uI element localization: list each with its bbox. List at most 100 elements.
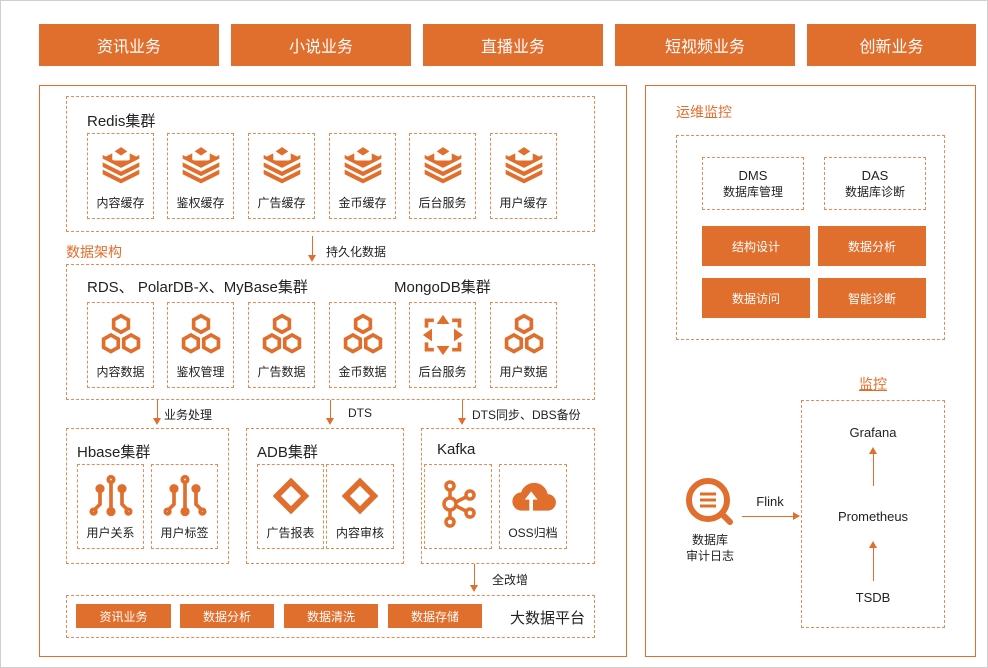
bigdata-title: 大数据平台	[510, 610, 586, 627]
persist-label: 持久化数据	[326, 245, 387, 259]
das-desc: 数据库诊断	[844, 185, 905, 199]
audit-log-icon	[686, 478, 733, 525]
data-analysis-button[interactable]: 数据分析	[818, 226, 926, 266]
arrow-head	[869, 541, 877, 548]
dms-name: DMS	[738, 168, 768, 183]
tsdb-label: TSDB	[855, 590, 891, 605]
hbase-cluster-title: Hbase集群	[77, 444, 151, 461]
biz-label: 业务处理	[164, 408, 213, 422]
bigdata-storage-button[interactable]: 数据存储	[388, 604, 482, 628]
hbase-icon	[163, 474, 207, 518]
dms-desc: 数据库管理	[722, 185, 783, 199]
tab-novel[interactable]: 小说业务	[231, 24, 411, 66]
card-kafka[interactable]	[424, 464, 492, 549]
card-label: 广告缓存	[257, 196, 306, 210]
audit-log-line2: 审计日志	[685, 549, 734, 563]
full-inc-arrow	[474, 564, 475, 586]
adb-icon	[269, 474, 313, 518]
hex3-icon	[179, 313, 223, 357]
hex3-icon	[341, 313, 385, 357]
das-name: DAS	[861, 168, 889, 183]
dts-arrow	[330, 400, 331, 419]
card-user-data[interactable]: 用户数据	[490, 302, 557, 388]
kafka-title: Kafka	[437, 441, 476, 458]
bigdata-analysis-button[interactable]: 数据分析	[180, 604, 274, 628]
mongodb-cluster-title: MongoDB集群	[394, 279, 491, 296]
card-label: 用户标签	[160, 526, 209, 540]
dts-dbs-label: DTS同步、DBS备份	[472, 408, 581, 422]
tab-innovation[interactable]: 创新业务	[807, 24, 976, 66]
redis-cluster-box	[66, 96, 595, 232]
card-auth-cache[interactable]: 鉴权缓存	[167, 133, 234, 219]
adb-cluster-title: ADB集群	[257, 444, 318, 461]
data-architecture-panel	[39, 85, 627, 657]
hbase-cluster-box	[66, 428, 229, 564]
arrow-head	[470, 585, 478, 592]
hex3-icon	[260, 313, 304, 357]
hex3-icon	[99, 313, 143, 357]
data-access-button[interactable]: 数据访问	[702, 278, 810, 318]
kafka-icon	[434, 476, 482, 532]
adb-cluster-box	[246, 428, 404, 564]
card-label: 金币数据	[338, 365, 387, 379]
redis-icon	[421, 144, 465, 188]
card-label: 鉴权缓存	[176, 196, 225, 210]
bigdata-news-button[interactable]: 资讯业务	[76, 604, 171, 628]
card-auth-manage[interactable]: 鉴权管理	[167, 302, 234, 388]
card-user-cache[interactable]: 用户缓存	[490, 133, 557, 219]
redis-icon	[341, 144, 385, 188]
card-backend-service[interactable]: 后台服务	[409, 133, 476, 219]
card-user-tag[interactable]: 用户标签	[151, 464, 218, 549]
card-label: 用户缓存	[499, 196, 548, 210]
redis-icon	[260, 144, 304, 188]
card-label: 内容缓存	[96, 196, 145, 210]
monitor-title: 监控	[859, 376, 887, 392]
prometheus-to-grafana-arrow	[873, 453, 874, 486]
hbase-icon	[89, 474, 133, 518]
card-backend-service-db[interactable]: 后台服务	[409, 302, 476, 388]
redis-icon	[179, 144, 223, 188]
card-coin-cache[interactable]: 金币缓存	[329, 133, 396, 219]
card-coin-data[interactable]: 金币数据	[329, 302, 396, 388]
card-content-cache[interactable]: 内容缓存	[87, 133, 154, 219]
card-content-review[interactable]: 内容审核	[326, 464, 394, 549]
schema-design-button[interactable]: 结构设计	[702, 226, 810, 266]
tsdb-to-prometheus-arrow	[873, 547, 874, 581]
card-label: 用户关系	[86, 526, 135, 540]
dts-label: DTS	[348, 406, 372, 420]
redis-icon	[99, 144, 143, 188]
tab-live[interactable]: 直播业务	[423, 24, 603, 66]
card-content-data[interactable]: 内容数据	[87, 302, 154, 388]
prometheus-label: Prometheus	[837, 509, 909, 524]
biz-arrow	[157, 400, 158, 419]
card-label: 金币缓存	[338, 196, 387, 210]
data-architecture-label: 数据架构	[66, 244, 122, 260]
redis-cluster-title: Redis集群	[87, 113, 156, 130]
card-ad-data[interactable]: 广告数据	[248, 302, 315, 388]
card-label: 用户数据	[499, 365, 548, 379]
card-ad-cache[interactable]: 广告缓存	[248, 133, 315, 219]
tab-short-video[interactable]: 短视频业务	[615, 24, 795, 66]
dms-box[interactable]: DMS 数据库管理	[702, 157, 804, 210]
arrow-head	[153, 418, 161, 425]
card-label: 广告数据	[257, 365, 306, 379]
full-inc-label: 全改增	[492, 573, 529, 587]
card-ad-report[interactable]: 广告报表	[257, 464, 324, 549]
bigdata-cleaning-button[interactable]: 数据清洗	[284, 604, 378, 628]
ops-box	[676, 135, 945, 340]
card-user-relation[interactable]: 用户关系	[77, 464, 144, 549]
bigdata-box	[66, 595, 595, 638]
arrow-head	[793, 512, 800, 520]
smart-diagnosis-button[interactable]: 智能诊断	[818, 278, 926, 318]
ops-panel	[645, 85, 976, 657]
card-label: 内容审核	[335, 526, 384, 540]
flink-arrow	[742, 516, 794, 517]
tab-news[interactable]: 资讯业务	[39, 24, 219, 66]
ops-title: 运维监控	[676, 104, 732, 120]
dts-dbs-arrow	[462, 400, 463, 419]
card-label: 内容数据	[96, 365, 145, 379]
card-label: 后台服务	[418, 196, 467, 210]
flink-label: Flink	[756, 494, 784, 509]
card-oss-archive[interactable]: OSS归档	[499, 464, 567, 549]
das-box[interactable]: DAS 数据库诊断	[824, 157, 926, 210]
